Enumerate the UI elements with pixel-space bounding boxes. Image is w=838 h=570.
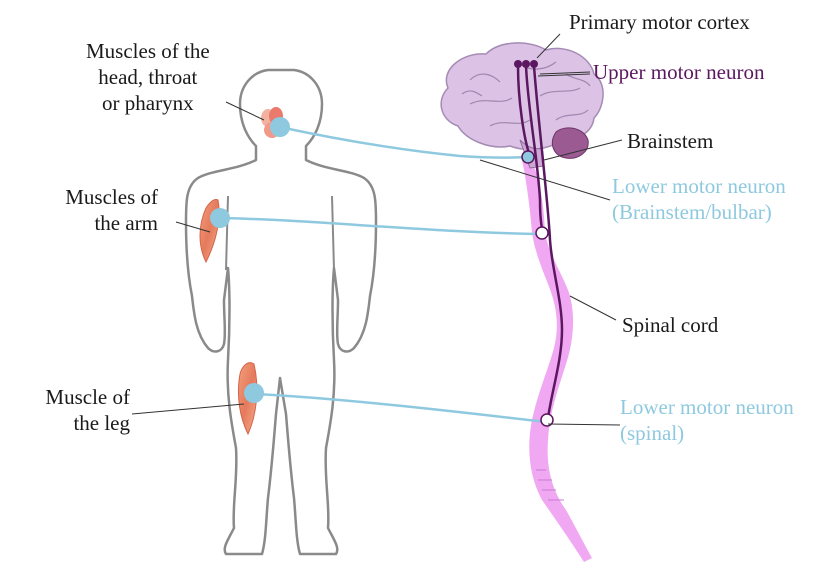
brainstem-label: Brainstem (627, 128, 713, 154)
upper-motor-neuron-label: Upper motor neuron (593, 59, 764, 85)
lower-motor-neuron-bulbar-line-1: Lower motor neuron (612, 173, 786, 199)
muscles-head-line-2: head, throat (86, 64, 210, 90)
muscles-head-line-3: or pharynx (86, 90, 210, 116)
human-body-silhouette (186, 70, 376, 554)
lower-motor-neuron-spinal-line-1: Lower motor neuron (620, 394, 794, 420)
spinal-cord-shape (522, 160, 592, 562)
muscle-leg-label: Muscle of the leg (20, 384, 130, 436)
lower-motor-neuron-spinal-line-2: (spinal) (620, 420, 794, 446)
muscles-arm-label: Muscles of the arm (12, 184, 158, 236)
lower-motor-neuron-spinal-label: Lower motor neuron (spinal) (620, 394, 794, 446)
primary-motor-cortex-label: Primary motor cortex (569, 9, 750, 35)
muscles-head-line-1: Muscles of the (86, 38, 210, 64)
muscle-leg-line-2: the leg (20, 410, 130, 436)
lower-motor-neuron-bulbar-line-2: (Brainstem/bulbar) (612, 199, 786, 225)
muscles-arm-line-2: the arm (12, 210, 158, 236)
muscle-leg-line-1: Muscle of (20, 384, 130, 410)
spinal-cord-label: Spinal cord (622, 312, 718, 338)
brain (441, 43, 603, 168)
lower-motor-neuron-bulbar-label: Lower motor neuron (Brainstem/bulbar) (612, 173, 786, 225)
muscles-arm-line-1: Muscles of (12, 184, 158, 210)
muscles-head-label: Muscles of the head, throat or pharynx (86, 38, 210, 116)
